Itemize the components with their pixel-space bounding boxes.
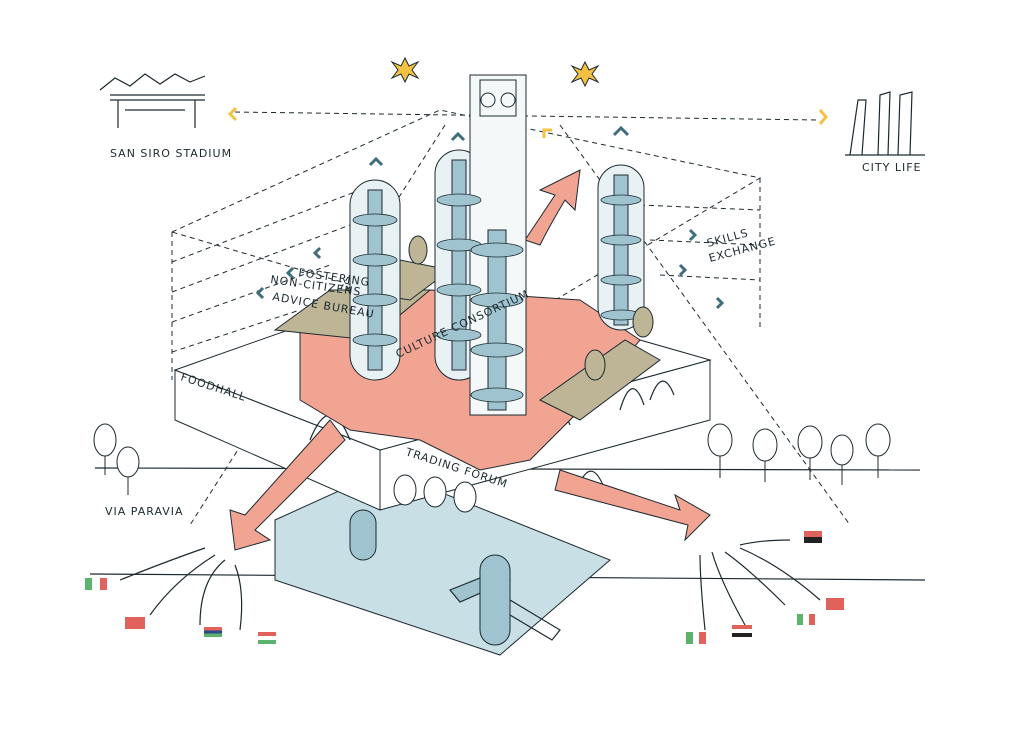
label-san-siro: SAN SIRO STADIUM <box>110 147 232 160</box>
flag-morocco <box>826 598 844 610</box>
label-via-paravia: VIA PARAVIA <box>105 505 184 518</box>
trees <box>93 235 891 513</box>
view-chevrons <box>227 106 828 138</box>
spiral-stairs <box>352 193 642 403</box>
origin-arrows <box>119 539 821 631</box>
city-life-sketch <box>845 91 925 156</box>
direction-chevrons <box>255 125 725 310</box>
flow-arrows <box>229 169 711 551</box>
label-city-life: CITY LIFE <box>862 161 922 174</box>
san-siro-sketch <box>99 73 206 128</box>
flag-angola <box>804 531 822 543</box>
flag-china <box>125 617 145 629</box>
tower-stairs <box>349 74 645 646</box>
flag-gambia <box>204 627 222 637</box>
star-icons <box>390 56 600 88</box>
flag-mexico <box>797 614 815 625</box>
flag-egypt <box>732 625 752 637</box>
flag-hungary <box>258 632 276 644</box>
flag-italy <box>85 578 107 590</box>
flag-italy-2 <box>686 632 707 644</box>
